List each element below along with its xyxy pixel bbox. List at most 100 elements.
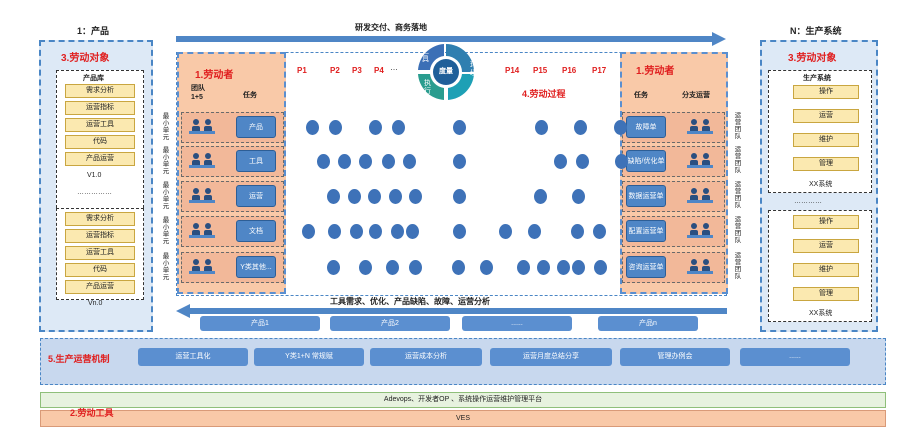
sys2-item: 运营 <box>793 239 859 253</box>
ops-team-icon <box>684 220 716 242</box>
ops-ticket-box: 缺陷/优化单 <box>626 150 666 172</box>
team-people-icon <box>186 185 218 207</box>
phase-label: P4 <box>374 66 384 75</box>
system-title: 生产系统 <box>803 75 831 82</box>
task-box: 文档 <box>236 220 276 242</box>
process-dot <box>329 120 342 135</box>
ves-bar: VES <box>40 410 886 427</box>
process-dot <box>453 189 466 204</box>
cycle-label-env: 环境 <box>470 62 477 77</box>
phase-label: P17 <box>592 66 607 75</box>
ops-team-label: 运营团队 <box>734 146 742 174</box>
process-dot <box>391 224 404 239</box>
return-arrow-label: 工具需求、优化、产品缺陷、故障、运营分析 <box>330 297 490 306</box>
lib2-item: 需求分析 <box>65 212 135 226</box>
ops-team-label: 运营团队 <box>734 181 742 209</box>
process-dot <box>382 154 395 169</box>
process-dot <box>554 154 567 169</box>
sys2-item: 维护 <box>793 263 859 277</box>
process-dot <box>409 260 422 275</box>
sys2-item: 操作 <box>793 215 859 229</box>
process-dot <box>574 120 587 135</box>
process-dot <box>480 260 493 275</box>
process-dot <box>534 189 547 204</box>
task-box: Y类其他... <box>236 256 276 278</box>
lib2-version: Vn.0 <box>88 300 103 307</box>
task-box: 工具 <box>236 150 276 172</box>
process-dot <box>517 260 530 275</box>
right-panel-title: 3.劳动对象 <box>788 53 837 64</box>
min-unit-label: 最小单元 <box>162 113 170 141</box>
product-library-n: 需求分析 运营指标 运营工具 代码 产品运营 <box>56 208 144 300</box>
top-arrow <box>176 32 726 46</box>
phase-label: P15 <box>533 66 548 75</box>
process-dot <box>327 260 340 275</box>
phase-label: P16 <box>562 66 577 75</box>
lib2-item: 运营指标 <box>65 229 135 243</box>
ops-ticket-box: 数据运营单 <box>626 185 666 207</box>
ops-team-icon <box>684 116 716 138</box>
ops-ticket-box: 配置运营单 <box>626 220 666 242</box>
team-people-icon <box>186 116 218 138</box>
team-people-icon <box>186 220 218 242</box>
process-title: 4.劳动过程 <box>522 89 566 99</box>
process-dot <box>327 189 340 204</box>
sys-dots: ………… <box>794 198 822 205</box>
lib-dots: …………… <box>77 189 112 196</box>
process-dot <box>594 260 607 275</box>
ops-team-icon <box>684 150 716 172</box>
sys2-name: XX系统 <box>809 310 833 317</box>
ops-ticket-box: 故障单 <box>626 116 666 138</box>
platform-bar: Adevops、开发者OP 、系统操作运营维护管理平台 <box>40 392 886 408</box>
team-people-icon <box>186 256 218 278</box>
min-unit-label: 最小单元 <box>162 147 170 175</box>
process-dot <box>528 224 541 239</box>
measure-cycle-diagram <box>418 44 474 100</box>
mechanism-item: Y类1+N 常规赋 <box>254 348 364 366</box>
left-top-title: 1：产品 <box>77 26 110 36</box>
product-box: 产品2 <box>330 316 450 331</box>
lib2-item: 产品运营 <box>65 280 135 294</box>
lib1-item: 需求分析 <box>65 84 135 98</box>
process-dot <box>572 189 585 204</box>
mechanism-title: 5.生产运营机制 <box>48 354 110 364</box>
process-dot <box>499 224 512 239</box>
left-panel-title: 3.劳动对象 <box>61 53 110 64</box>
right-object-panel: 3.劳动对象 生产系统 操作 运营 维护 管理 XX系统 ………… 操作 运营 … <box>760 40 878 332</box>
process-dot <box>535 120 548 135</box>
process-dot <box>571 224 584 239</box>
process-dot <box>572 260 585 275</box>
system-1: 生产系统 操作 运营 维护 管理 XX系统 <box>768 70 872 193</box>
process-dot <box>369 224 382 239</box>
sys1-item: 操作 <box>793 85 859 99</box>
process-dot <box>615 154 628 169</box>
lib1-item: 产品运营 <box>65 152 135 166</box>
process-dot <box>348 189 361 204</box>
process-dot <box>338 154 351 169</box>
process-dot <box>453 154 466 169</box>
lib1-item: 运营工具 <box>65 118 135 132</box>
branch-ops-header: 分支运营 <box>682 92 710 99</box>
ops-ticket-box: 咨询运营单 <box>626 256 666 278</box>
right-task-header: 任务 <box>634 92 648 99</box>
ops-team-icon <box>684 256 716 278</box>
process-dot <box>302 224 315 239</box>
process-dot <box>317 154 330 169</box>
cycle-label-tools: 工具 <box>422 48 429 63</box>
task-box: 运营 <box>236 185 276 207</box>
process-dot <box>557 260 570 275</box>
process-dot <box>368 189 381 204</box>
ops-team-icon <box>684 185 716 207</box>
product-box: 产品1 <box>200 316 320 331</box>
process-dot <box>359 260 372 275</box>
product-library-1: 产品库 需求分析 运营指标 运营工具 代码 产品运营 V1.0 …………… <box>56 70 144 228</box>
left-object-panel: 3.劳动对象 产品库 需求分析 运营指标 运营工具 代码 产品运营 V1.0 …… <box>39 40 153 332</box>
process-dot <box>614 120 627 135</box>
lib1-item: 代码 <box>65 135 135 149</box>
system-2: 操作 运营 维护 管理 XX系统 <box>768 210 872 322</box>
process-dot <box>452 260 465 275</box>
task-col-header: 任务 <box>243 92 257 99</box>
min-unit-label: 最小单元 <box>162 217 170 245</box>
right-workers-title: 1.劳动者 <box>636 66 675 77</box>
process-dot <box>453 224 466 239</box>
